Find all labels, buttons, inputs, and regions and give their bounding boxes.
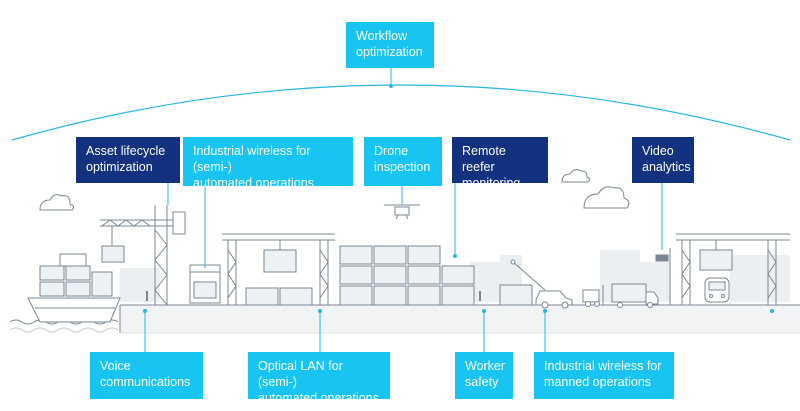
- label-line: automated operations: [258, 391, 379, 405]
- label-line: Video: [642, 144, 674, 158]
- connector-lines: [144, 182, 663, 352]
- label-optical-lan: Optical LAN for (semi-) automated operat…: [248, 352, 390, 405]
- gantry-crane-icon: [189, 264, 221, 304]
- label-line: communications: [100, 375, 191, 389]
- gantry-crane-icon: [222, 233, 335, 305]
- truck-icon: [535, 290, 573, 309]
- label-line: Remote reefer: [462, 144, 506, 174]
- label-line: Drone: [374, 144, 409, 158]
- label-line: Worker: [465, 359, 506, 373]
- truck-icon: [611, 283, 659, 308]
- cloud-icon: [39, 194, 75, 211]
- ship-icon: [27, 253, 121, 323]
- label-line: manned operations: [544, 375, 652, 389]
- camera-icon: [655, 248, 671, 305]
- label-line: monitoring: [462, 176, 521, 190]
- label-line: safety: [465, 375, 499, 389]
- label-line: automated operations: [193, 176, 314, 190]
- workflow-arc: [11, 84, 791, 141]
- label-voice-communications: Voice communications: [90, 352, 203, 399]
- crane-icon: [100, 205, 186, 306]
- label-remote-reefer-monitoring: Remote reefer monitoring: [452, 137, 548, 190]
- label-asset-lifecycle-optimization: Asset lifecycle optimization: [76, 137, 180, 183]
- label-video-analytics: Video analytics: [632, 137, 694, 183]
- forklift-icon: [582, 285, 604, 307]
- container-stack-icon: [339, 245, 475, 306]
- label-line: Industrial wireless for (semi-): [193, 144, 311, 174]
- label-industrial-wireless-semi: Industrial wireless for (semi-) automate…: [183, 137, 353, 190]
- person-icon: [146, 291, 481, 301]
- label-line: optimization: [356, 45, 423, 59]
- label-workflow-optimization: Workflow optimization: [346, 22, 434, 68]
- gantry-crane-icon: [676, 233, 790, 305]
- container-stack-icon: [245, 287, 313, 306]
- label-line: Optical LAN for (semi-): [258, 359, 343, 389]
- label-line: Workflow: [356, 29, 408, 43]
- train-icon: [704, 277, 730, 303]
- label-line: Industrial wireless for: [544, 359, 662, 373]
- quay: [120, 305, 800, 333]
- label-line: Asset lifecycle: [86, 144, 166, 158]
- label-line: optimization: [86, 160, 153, 174]
- label-industrial-wireless-manned: Industrial wireless for manned operation…: [534, 352, 674, 399]
- label-line: Voice: [100, 359, 131, 373]
- label-line: inspection: [374, 160, 431, 174]
- cloud-icon: [583, 186, 630, 209]
- label-drone-inspection: Drone inspection: [364, 137, 442, 186]
- cloud-icon: [561, 169, 591, 183]
- drone-icon: [384, 204, 420, 220]
- label-worker-safety: Worker safety: [455, 352, 513, 399]
- crane-icon: [499, 259, 546, 306]
- label-line: analytics: [642, 160, 691, 174]
